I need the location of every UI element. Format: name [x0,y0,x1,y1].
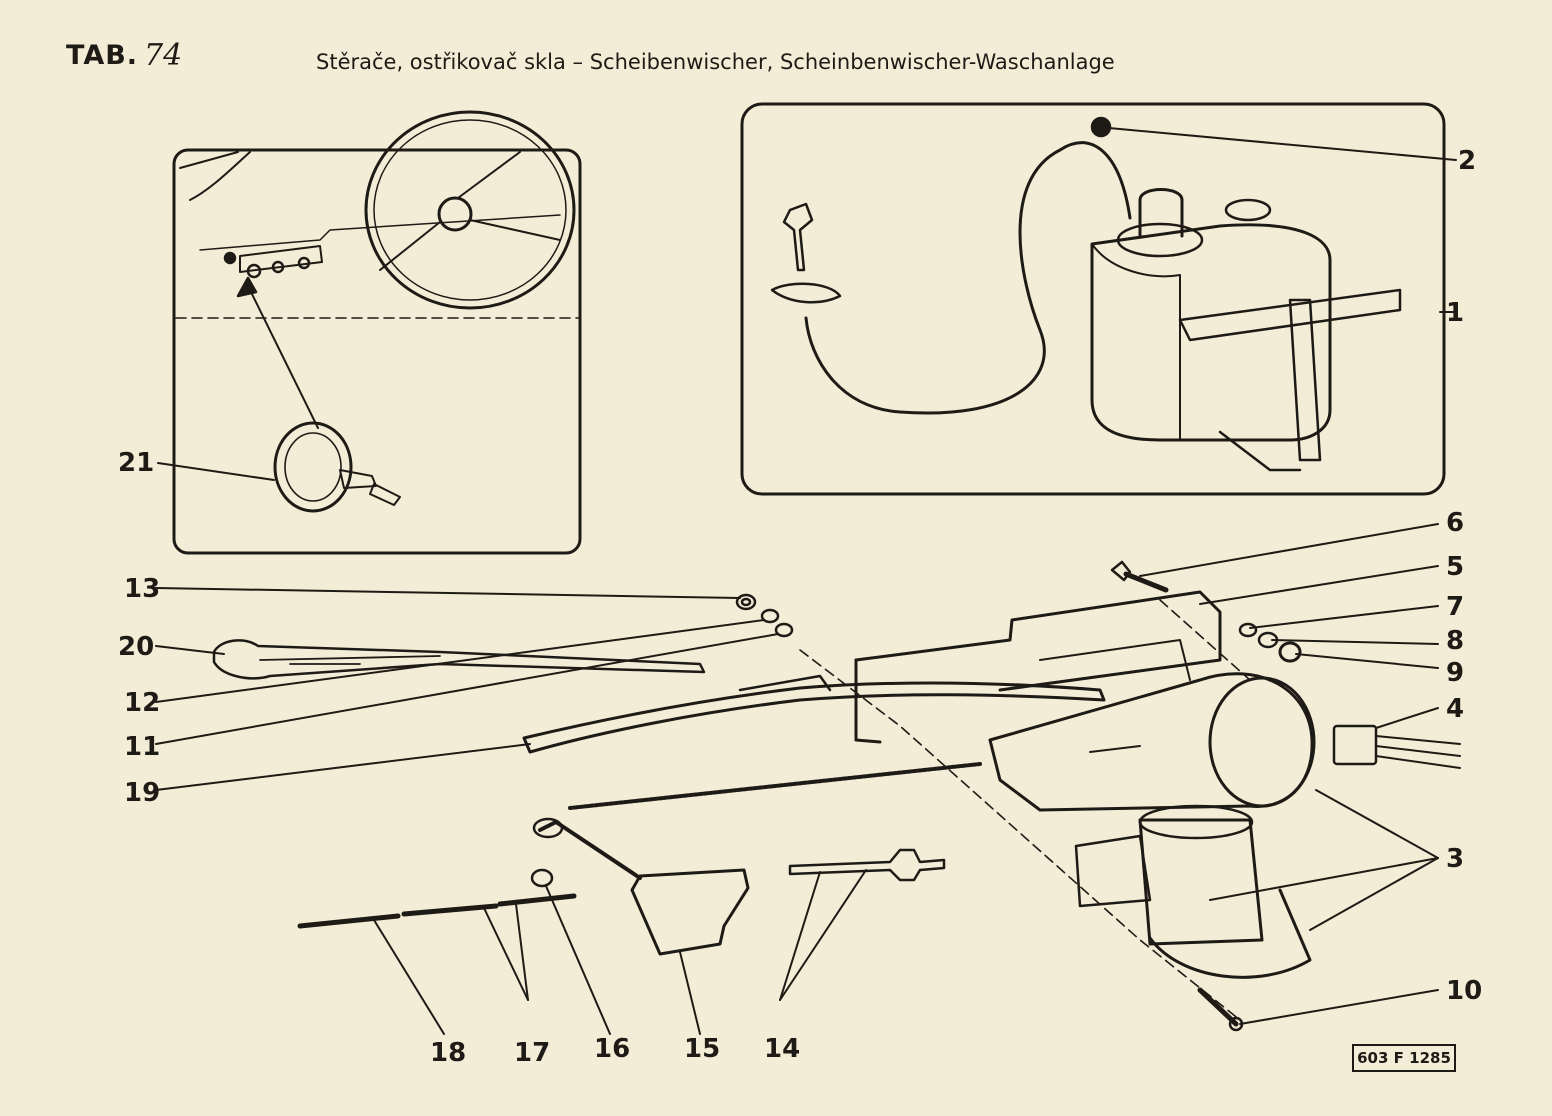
part-number-20: 20 [118,632,155,662]
part-number-19: 19 [124,778,161,808]
part-number-5: 5 [1446,552,1465,582]
part-number-3: 3 [1446,844,1465,874]
part-number-18: 18 [430,1038,467,1068]
part-number-6: 6 [1446,508,1465,538]
part-number-2: 2 [1458,146,1477,176]
part-number-4: 4 [1446,694,1465,724]
part-number-8: 8 [1446,626,1465,656]
part-number-17: 17 [514,1038,551,1068]
part-number-16: 16 [594,1034,631,1064]
part-number-11: 11 [124,732,161,762]
part-number-1: 1 [1446,298,1465,328]
wiper-assembly [212,560,1461,1032]
part-number-10: 10 [1446,976,1483,1006]
table-number: 74 [144,38,183,73]
leader-lines [155,523,1439,1035]
dashboard-inset [157,110,582,555]
part-number-9: 9 [1446,658,1465,688]
part-number-21: 21 [118,448,155,478]
part-number-15: 15 [684,1034,721,1064]
part-number-12: 12 [124,688,161,718]
drawing-code: 603 F 1285 [1352,1044,1456,1072]
part-number-14: 14 [764,1034,801,1064]
washer-inset [740,102,1457,496]
page-title: Stěrače, ostřikovač skla – Scheibenwisch… [316,50,1115,74]
part-number-13: 13 [124,574,161,604]
part-number-7: 7 [1446,592,1465,622]
table-label: TAB. [66,40,139,71]
